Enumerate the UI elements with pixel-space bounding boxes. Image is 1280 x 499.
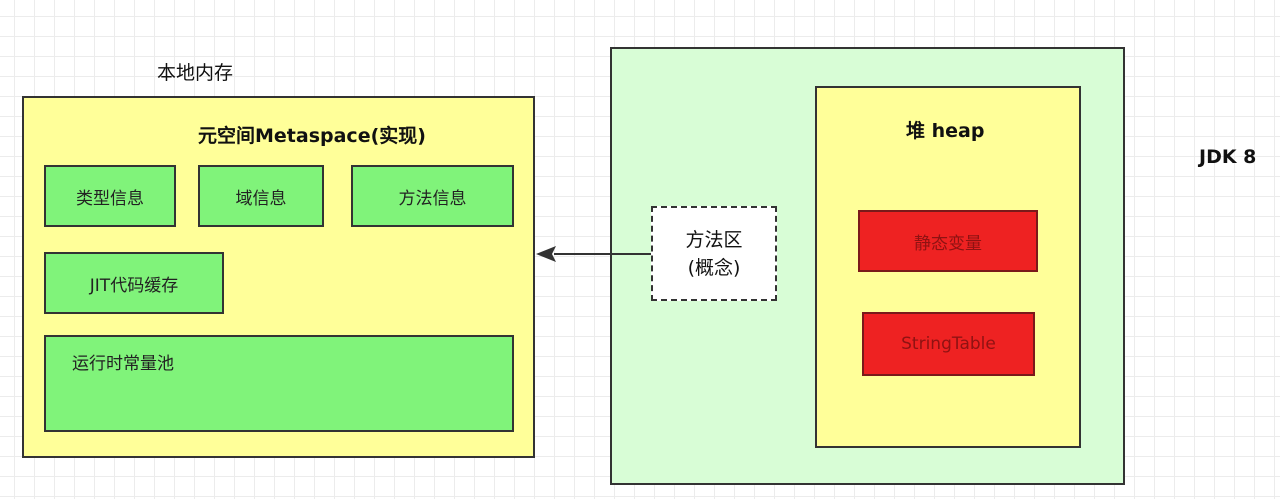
jit-cache-box[interactable]: JIT代码缓存 — [44, 252, 224, 314]
type-info-label: 类型信息 — [76, 188, 144, 209]
static-vars-label: 静态变量 — [914, 233, 982, 254]
runtime-constant-pool-box[interactable]: 运行时常量池 — [44, 335, 514, 432]
arrow-head-icon — [536, 246, 556, 262]
metaspace-title: 元空间Metaspace(实现) — [198, 125, 426, 147]
type-info-box[interactable]: 类型信息 — [44, 165, 176, 227]
string-table-label: StringTable — [901, 334, 996, 354]
native-memory-title: 本地内存 — [157, 62, 234, 84]
jdk-version-label: JDK 8 — [1199, 146, 1257, 168]
method-area-label: 方法区 — [685, 228, 743, 251]
method-area-concept-label: (概念) — [687, 256, 741, 279]
static-vars-box[interactable]: 静态变量 — [858, 210, 1038, 272]
runtime-constant-pool-label: 运行时常量池 — [72, 354, 174, 374]
jit-cache-label: JIT代码缓存 — [89, 275, 179, 296]
heap-title: 堆 heap — [906, 120, 985, 142]
method-info-label: 方法信息 — [398, 188, 467, 209]
method-info-box[interactable]: 方法信息 — [351, 165, 514, 227]
string-table-box[interactable]: StringTable — [862, 312, 1035, 376]
method-area-box[interactable]: 方法区 (概念) — [651, 206, 777, 301]
field-info-label: 域信息 — [235, 188, 287, 209]
field-info-box[interactable]: 域信息 — [198, 165, 324, 227]
